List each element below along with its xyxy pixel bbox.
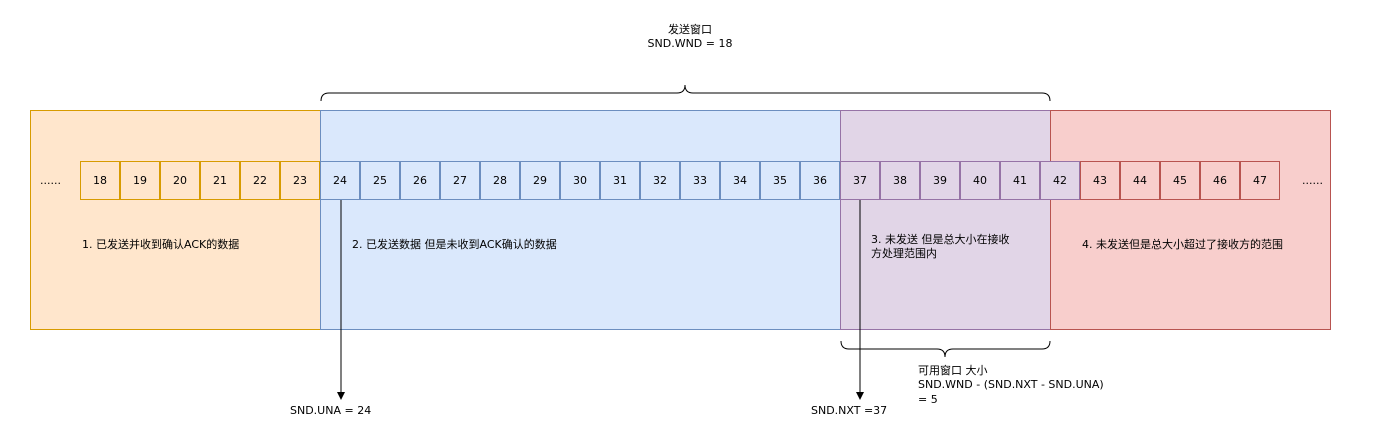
sequence-cell: 22 xyxy=(240,161,280,200)
sequence-cell: 46 xyxy=(1200,161,1240,200)
sequence-cell: 43 xyxy=(1080,161,1120,200)
zone-not-sendable xyxy=(1050,110,1331,330)
sequence-cell: 36 xyxy=(800,161,840,200)
window-title: 发送窗口 xyxy=(668,23,712,36)
zone-acked xyxy=(30,110,321,330)
zone-sent-unacked-label: 2. 已发送数据 但是未收到ACK确认的数据 xyxy=(352,238,557,251)
sequence-cell: 30 xyxy=(560,161,600,200)
sequence-cell: 23 xyxy=(280,161,320,200)
sequence-cell: 33 xyxy=(680,161,720,200)
zone-sent-unacked xyxy=(320,110,841,330)
zone-sendable-label-line2: 方处理范围内 xyxy=(871,247,937,260)
sequence-cell: 31 xyxy=(600,161,640,200)
sequence-cell: 28 xyxy=(480,161,520,200)
usable-window-brace xyxy=(840,340,1051,358)
sequence-cell: 41 xyxy=(1000,161,1040,200)
zone-sendable xyxy=(840,110,1051,330)
sequence-cell: 20 xyxy=(160,161,200,200)
snd-nxt-label: SND.NXT =37 xyxy=(811,404,888,417)
sequence-cell: 45 xyxy=(1160,161,1200,200)
sequence-cell: 19 xyxy=(120,161,160,200)
sequence-cell: 34 xyxy=(720,161,760,200)
sequence-cell: 37 xyxy=(840,161,880,200)
zone-acked-label: 1. 已发送并收到确认ACK的数据 xyxy=(82,238,240,251)
usable-window-title: 可用窗口 大小 xyxy=(918,364,988,377)
sequence-cell: 29 xyxy=(520,161,560,200)
sequence-cell: 32 xyxy=(640,161,680,200)
snd-una-label: SND.UNA = 24 xyxy=(290,404,372,417)
sequence-cell: 38 xyxy=(880,161,920,200)
sequence-cell: 47 xyxy=(1240,161,1280,200)
ellipsis-left: ...... xyxy=(40,174,61,187)
sequence-cell: 27 xyxy=(440,161,480,200)
sequence-cell: 42 xyxy=(1040,161,1080,200)
window-brace xyxy=(320,84,1051,102)
sequence-cell: 21 xyxy=(200,161,240,200)
sequence-cell: 24 xyxy=(320,161,360,200)
ellipsis-right: ...... xyxy=(1302,174,1323,187)
sequence-cell: 26 xyxy=(400,161,440,200)
usable-window-value: = 5 xyxy=(918,393,938,406)
sequence-cell: 39 xyxy=(920,161,960,200)
window-size: SND.WND = 18 xyxy=(647,37,733,50)
sequence-cell: 18 xyxy=(80,161,120,200)
zone-sendable-label-line1: 3. 未发送 但是总大小在接收 xyxy=(871,233,1010,246)
sequence-cell: 44 xyxy=(1120,161,1160,200)
usable-window-formula: SND.WND - (SND.NXT - SND.UNA) xyxy=(918,378,1104,391)
sequence-cell: 25 xyxy=(360,161,400,200)
sequence-cell: 35 xyxy=(760,161,800,200)
sequence-cell: 40 xyxy=(960,161,1000,200)
zone-not-sendable-label: 4. 未发送但是总大小超过了接收方的范围 xyxy=(1082,238,1283,251)
